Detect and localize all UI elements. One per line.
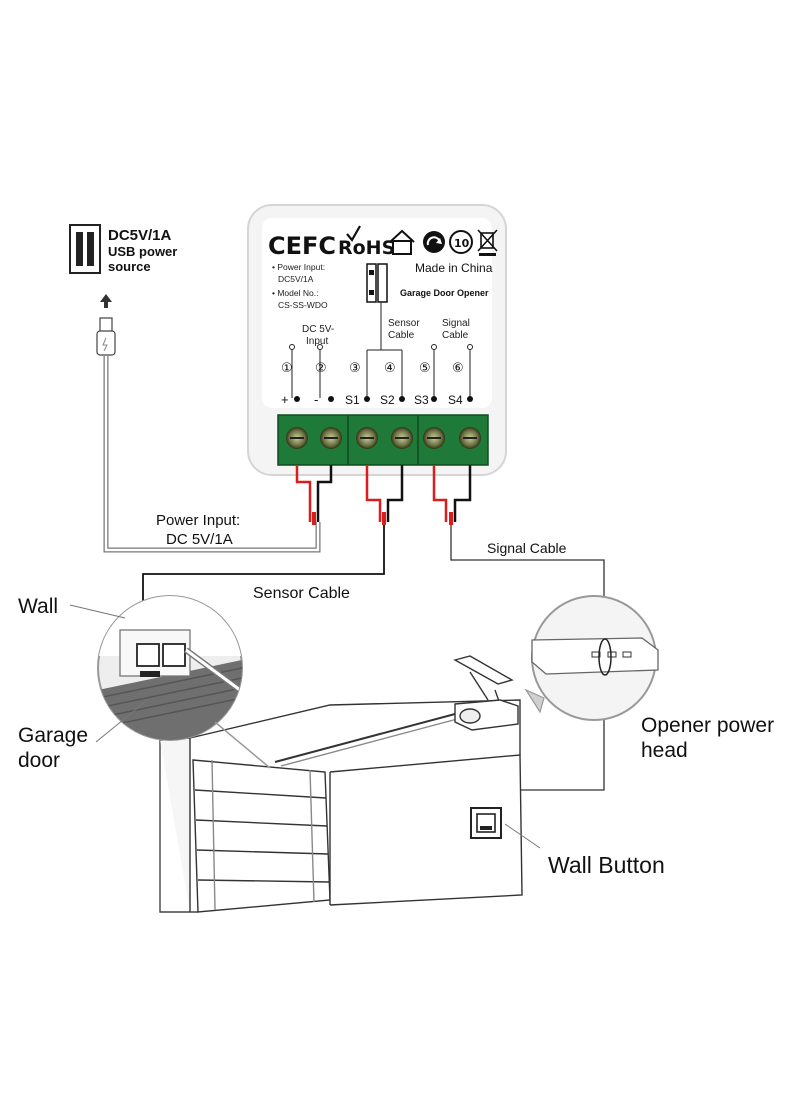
wall-zoom-circle	[97, 595, 271, 769]
power-input-label-1: Power Input:	[156, 512, 240, 529]
garage-illustration	[159, 699, 523, 913]
garage-door-label-1: Garage	[18, 724, 88, 747]
terminal-2-label: -	[314, 392, 318, 407]
signal-cable-label-2: Cable	[442, 330, 469, 341]
terminal-dots	[294, 396, 473, 402]
made-in-label: Made in China	[415, 261, 493, 275]
fc-mark: FC	[302, 232, 336, 260]
signal-cable-label: Signal Cable	[487, 540, 567, 556]
wall-button-label: Wall Button	[548, 852, 665, 878]
wall-label: Wall	[18, 595, 58, 618]
opener-head-label-1: Opener power	[641, 714, 774, 737]
terminal-2-number: ②	[315, 361, 327, 376]
usb-source-line3: source	[108, 259, 151, 274]
usb-power-cable	[103, 356, 321, 553]
callout-leaders	[69, 604, 541, 849]
usb-wall-socket-icon	[69, 224, 101, 274]
usb-source-line2: USB power	[108, 244, 177, 259]
spec-model-value: CS-SS-WDO	[278, 300, 328, 310]
terminal-3-number: ③	[349, 361, 361, 376]
terminal-wires	[295, 465, 472, 525]
dc-input-label-2: Input	[306, 336, 328, 347]
spec-power-label: • Power Input:	[272, 262, 325, 272]
terminal-1-label: +	[281, 392, 289, 407]
door-sensor-icon	[366, 263, 388, 303]
garage-door-label-2: door	[18, 749, 60, 772]
terminal-1-number: ①	[281, 361, 293, 376]
garage-door-panels	[192, 759, 331, 913]
wall-button-icon	[470, 807, 502, 839]
spec-model-label: • Model No.:	[272, 288, 318, 298]
terminal-6-label: S4	[448, 393, 463, 407]
arrow-up-icon	[100, 294, 112, 308]
device-title: Garage Door Opener	[400, 288, 489, 298]
cert-marks: CE FC RoHS 10	[268, 225, 498, 260]
terminal-screw	[286, 427, 481, 449]
signal-cable-label-1: Signal	[442, 318, 470, 329]
opener-head-unit	[453, 655, 519, 731]
dc-input-label-1: DC 5V-	[302, 324, 334, 335]
terminal-4-label: S2	[380, 393, 395, 407]
terminal-5-label: S3	[414, 393, 429, 407]
house-icon	[389, 229, 415, 255]
terminal-5-number: ⑤	[419, 361, 431, 376]
sensor-cable-label-1: Sensor	[388, 318, 420, 329]
ce-mark: CE	[268, 232, 302, 260]
svg-text:10: 10	[454, 237, 470, 250]
sensor-cable-label-2: Cable	[388, 330, 415, 341]
terminal-6-number: ⑥	[452, 361, 464, 376]
check-icon	[346, 225, 361, 242]
opener-zoom-circle	[524, 595, 659, 721]
usb-plug-icon	[96, 317, 116, 356]
recycle-icon	[423, 231, 445, 253]
power-input-label-2: DC 5V/1A	[166, 531, 233, 548]
opener-head-label-2: head	[641, 739, 688, 762]
ten-year-icon: 10	[449, 230, 473, 254]
internal-leaders	[289, 302, 473, 398]
terminal-4-number: ④	[384, 361, 396, 376]
usb-source-line1: DC5V/1A	[108, 227, 172, 244]
sensor-cable-label: Sensor Cable	[253, 585, 350, 602]
weee-bin-icon	[477, 229, 498, 256]
terminal-block	[277, 414, 489, 466]
rohs-mark: RoHS	[338, 237, 395, 259]
spec-power-value: DC5V/1A	[278, 274, 314, 284]
terminal-3-label: S1	[345, 393, 360, 407]
